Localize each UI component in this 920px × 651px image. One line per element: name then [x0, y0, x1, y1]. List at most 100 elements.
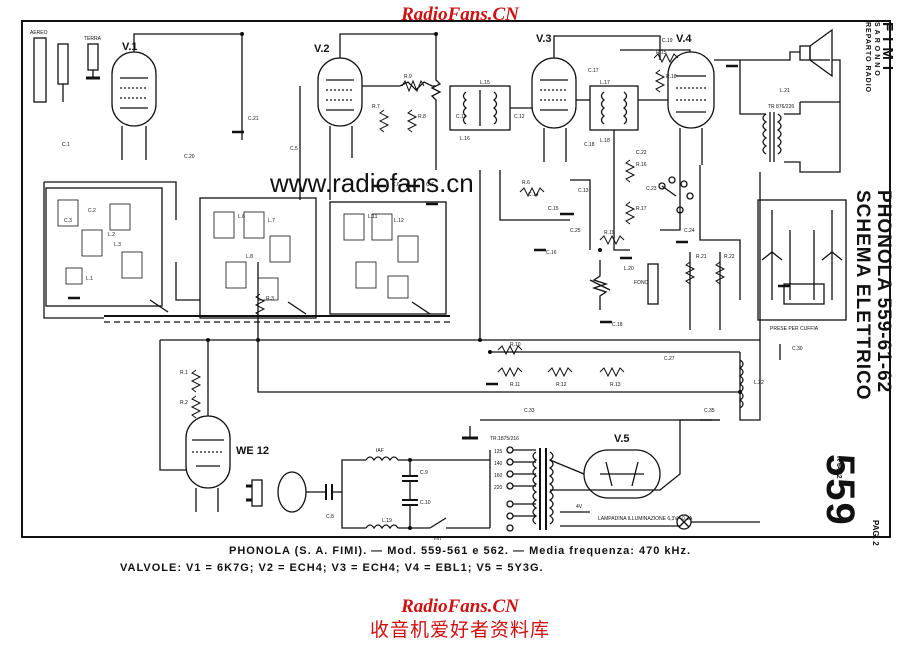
ref-r7: R.7	[372, 104, 380, 110]
label-int: INT	[434, 536, 442, 542]
resistor-r19	[599, 234, 625, 246]
side-model-line1: PHONOLA 559-61-62	[873, 190, 894, 394]
label-terra: TERRA	[84, 36, 102, 42]
ref-c23: C.23	[646, 186, 657, 192]
ref-l15: L.15	[480, 80, 490, 86]
resistor-r6	[519, 186, 545, 198]
side-page-label: PAG. 2	[871, 520, 880, 546]
if-transformer-1	[449, 85, 511, 131]
terra-terminal	[87, 43, 99, 71]
ref-r17: R.17	[636, 206, 647, 212]
ref-l8: L.8	[246, 254, 253, 260]
label-tap-220: 220	[494, 485, 503, 491]
ref-c17: C.17	[588, 68, 599, 74]
ref-c10: C.10	[420, 500, 431, 506]
ref-c25: C.25	[570, 228, 581, 234]
ref-l18: L.18	[600, 138, 610, 144]
mains-transformer	[532, 448, 554, 530]
ref-l6: L.6	[238, 214, 245, 220]
loudspeaker	[799, 28, 841, 103]
ref-r21: R.21	[696, 254, 707, 260]
ref-l22: L.22	[754, 380, 764, 386]
tube-v3	[531, 46, 577, 162]
wire-v2-plate	[339, 33, 437, 60]
schematic-sheet	[21, 20, 891, 538]
watermark-site-bottom: RadioFans.CN	[401, 596, 519, 617]
label-prese-cuffia: PRESE PER CUFFIA	[770, 326, 819, 332]
resistor-r15	[653, 52, 679, 64]
resistor-r11	[497, 366, 523, 378]
aereo-terminal	[33, 37, 47, 103]
choke-iaf	[365, 456, 399, 462]
resistor-r1	[190, 369, 202, 393]
watermark-bottom: RadioFans.CN 收音机爱好者资料库	[0, 596, 920, 642]
headphone-sockets	[757, 199, 847, 321]
tube-v4	[667, 51, 715, 165]
choke-l19	[365, 524, 399, 530]
field-coil	[738, 359, 744, 409]
ref-c18b: C.18	[612, 322, 623, 328]
ref-r1: R.1	[180, 370, 188, 376]
ref-l12: L.12	[394, 218, 404, 224]
ref-c19: C.19	[662, 38, 673, 44]
tone-switch	[658, 176, 694, 214]
resistor-r10	[497, 344, 523, 356]
ref-c14: C.14	[528, 192, 539, 198]
label-tap-160: 160	[494, 473, 503, 479]
antenna-strip	[57, 43, 69, 85]
ref-c27: C.27	[664, 356, 675, 362]
tube-label-v2: V.2	[314, 43, 330, 55]
ref-c16: C.16	[546, 250, 557, 256]
ref-c2: C.2	[88, 208, 96, 214]
ref-c13: C.13	[578, 188, 589, 194]
ref-r2: R.2	[180, 400, 188, 406]
side-maker: FIMI	[879, 22, 896, 76]
ref-r11: R.11	[510, 382, 520, 388]
coil-pack-1	[45, 187, 163, 307]
ref-l16: L.16	[460, 136, 470, 142]
resistor-r9	[401, 79, 425, 93]
ref-l1: L.1	[86, 276, 93, 282]
watermark-faint: www.radiofans.cn	[269, 168, 474, 198]
label-output-transformer: TR 876/226	[768, 104, 794, 110]
resistor-r8	[406, 109, 418, 133]
volume-potentiometer	[589, 260, 611, 310]
resistor-r2	[190, 395, 202, 419]
ref-c33: C.33	[524, 408, 535, 414]
ref-c35: C.35	[704, 408, 715, 414]
resistor-r7	[378, 109, 390, 133]
ref-l7: L.7	[268, 218, 275, 224]
resistor-r21	[684, 261, 696, 285]
side-model-line2: SCHEMA ELETTRICO	[852, 190, 873, 401]
label-tap-125: 125	[494, 449, 503, 455]
ref-l17: L.17	[600, 80, 610, 86]
ref-c18: C.18	[584, 142, 595, 148]
ref-c9: C.9	[420, 470, 428, 476]
ref-c7: C.7	[426, 182, 434, 188]
ref-r15: R.15	[656, 50, 667, 56]
ref-l2: L.2	[108, 232, 115, 238]
ref-c3: C.3	[64, 218, 72, 224]
ref-c15: C.15	[548, 206, 559, 212]
tube-label-v5: V.5	[614, 433, 630, 445]
tube-v2	[317, 46, 363, 158]
ref-c30: C.30	[792, 346, 803, 352]
ref-r18: R.18	[666, 74, 677, 80]
ref-r3: R.3	[266, 296, 274, 302]
label-lampadina: LAMPADINA ILLUMINAZIONE 6,3V - 0,3A	[598, 516, 693, 522]
coil-pack-3	[329, 201, 447, 315]
resistor-r3	[254, 293, 266, 317]
resistor-r22	[714, 261, 726, 285]
ref-l20: L.20	[624, 266, 634, 272]
ref-r6: R.6	[522, 180, 530, 186]
watermark-site-top: RadioFans.CN	[401, 4, 519, 25]
tube-v5	[583, 449, 661, 499]
label-iaf: IAF	[376, 448, 384, 454]
ref-l3: L.3	[114, 242, 121, 248]
ref-r16: R.16	[636, 162, 647, 168]
side-city: SARONNO	[873, 22, 880, 79]
ref-r10: R.10	[510, 342, 521, 348]
ref-c5: C.5	[290, 146, 298, 152]
caption-valves-line: VALVOLE: V1 = 6K7G; V2 = ECH4; V3 = ECH4…	[120, 562, 544, 574]
